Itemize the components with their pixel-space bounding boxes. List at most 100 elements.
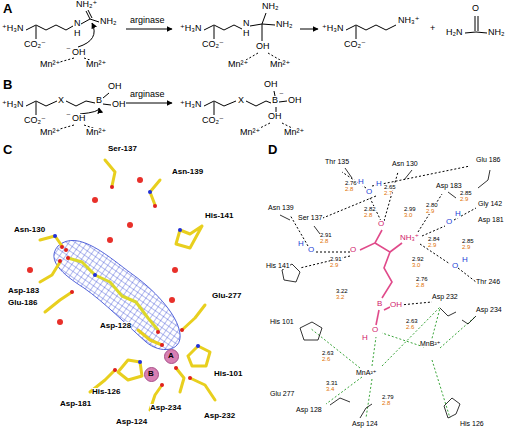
metal-coordination [372,337,376,366]
oxygen-atoms [113,368,117,372]
oxygen-atoms [58,185,192,387]
residue-label: Glu-277 [212,292,241,300]
chem-label: CO₂⁻ [344,40,366,49]
residue-label: Asp 124 [352,420,378,427]
chem-label: Mn²⁺ [228,60,248,69]
scheme-a-bonds [300,29,318,30]
residue-label: Asp 234 [476,306,502,313]
distance-label: 2.9 [426,208,434,214]
water-atom: H [358,178,364,186]
chem-label: ⁻ [279,91,284,100]
oxygen-atoms [110,185,114,189]
chem-label: arginase [130,16,165,25]
residue-stubs [448,192,456,198]
water-atom: O [446,218,452,226]
chem-label: NH₃⁺ [398,16,419,25]
chem-label: OH [108,82,122,91]
residue-label: Asp-183 [8,287,39,295]
oxygen-atoms [153,204,157,208]
scheme-a-bonds [262,13,266,24]
water-atom: H [376,180,382,188]
residue-label: Asp 183 [436,182,462,189]
chem-label: NH₂⁺ [76,0,97,9]
distance-label: 2.9 [460,196,468,202]
distance-label: 2.8 [320,238,328,244]
scheme-a-bonds [60,58,74,62]
scheme-a-bonds [475,16,476,31]
residue-stubs [440,308,456,316]
nitrogen-atoms [138,360,142,364]
metal-coordination [382,333,424,347]
chem-label: OH [268,112,282,121]
residue-stubs [478,170,490,188]
scheme-a-bonds [250,24,262,26]
chem-label: Mn²⁺ [40,128,60,137]
hydrogen-bonds [458,268,476,282]
metal-coordination [310,307,476,418]
scheme-a-bonds [81,19,90,24]
chem-label: B [96,96,102,105]
chem-label: ⁺H₃N [2,100,23,109]
chem-label: X [238,96,244,105]
residue-label: Gly 142 [478,200,502,207]
residue-label: His-141 [205,212,233,220]
nitrogen-atoms [196,344,200,348]
hydrogen-bonds [422,226,445,236]
residue-sticks [138,330,162,345]
chem-label: NH₂ [100,17,117,26]
oxygen-atoms [156,330,160,334]
chem-label: Mn²⁺ [270,60,290,69]
residue-label: His 126 [460,420,484,427]
residue-stubs [360,404,372,418]
distance-label: 2.8 [416,282,424,288]
residue-label: Ser 137 [298,214,323,221]
scheme-b-bonds [103,93,109,98]
metal-coordination [440,316,476,348]
hydrogen-bonds [384,172,398,221]
scheme-b-bonds [214,102,215,115]
water-atom: H [298,240,304,248]
scheme-b-bonds [26,101,57,106]
residue-stubs [345,168,352,178]
residue-sticks [118,360,142,380]
metal-coordination [382,307,440,366]
water-molecules [107,237,113,243]
residue-sticks [45,292,72,312]
scheme-a-bonds [356,26,357,39]
nitrogen-atoms [93,273,97,277]
chem-label: CO₂⁻ [24,116,46,125]
ligand-bonds [376,310,379,325]
ligand-atom: NH₃⁺ [400,234,419,242]
panel-letter: C [3,143,12,156]
chem-label: OH [264,80,278,89]
oxygen-atoms [188,376,192,380]
distance-label: 2.9 [330,262,338,268]
oxygen-atoms [64,248,68,252]
water-molecules [169,297,175,303]
residue-sticks [68,258,158,330]
oxygen-atoms [160,383,164,387]
chem-label: B [272,96,278,105]
scheme-a-bonds [214,26,215,39]
residue-label: Glu 186 [476,156,501,163]
scheme-b-bonds [60,125,74,129]
residue-label: Ser-137 [108,145,137,153]
oxygen-atoms [58,259,62,263]
distance-label: 2.8 [364,212,372,218]
water-molecules [57,319,63,325]
chem-label: H [243,29,250,38]
chem-label: O [472,4,479,13]
scheme-b-bonds [66,101,95,106]
chem-label: H₂N [446,28,463,37]
residue-label: Asp-181 [60,400,91,408]
chem-label: CO₂⁻ [24,40,46,49]
chem-label: CO₂⁻ [202,116,224,125]
scheme-a-bonds [476,32,487,33]
chem-label: ⁺H₃N [180,100,201,109]
chem-label: ⁺H₃N [322,24,343,33]
scheme-a-bonds [262,24,263,41]
water-molecules [27,267,33,273]
panel-letter: B [3,78,12,91]
chem-label: NH₂ [276,20,293,29]
residue-label: Asp 181 [478,216,504,223]
